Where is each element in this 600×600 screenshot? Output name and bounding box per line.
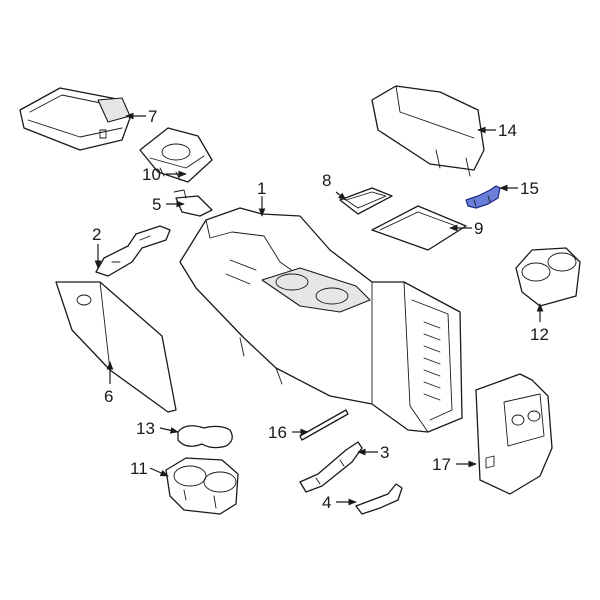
callout-13: 13 — [136, 419, 155, 438]
part-11-front-cup-holder[interactable] — [165, 457, 239, 515]
part-4-mount-bracket[interactable] — [355, 483, 403, 515]
part-15-hinge-bracket[interactable] — [465, 185, 501, 209]
part-10-shifter-bezel[interactable] — [139, 127, 213, 183]
part-8-mat[interactable] — [339, 187, 393, 215]
callout-12: 12 — [530, 325, 549, 344]
callout-17: 17 — [432, 455, 451, 474]
part-5-bracket[interactable] — [173, 189, 213, 217]
callout-14: 14 — [498, 121, 517, 140]
callout-11: 11 — [130, 459, 148, 478]
part-13-cup-insert[interactable] — [177, 425, 233, 449]
part-16-rod[interactable] — [299, 409, 349, 441]
part-7-storage-tray[interactable] — [19, 87, 131, 151]
callout-8: 8 — [322, 171, 331, 190]
callout-7: 7 — [148, 107, 157, 126]
callout-9: 9 — [474, 219, 483, 238]
callout-5: 5 — [152, 195, 161, 214]
part-17-rear-panel[interactable] — [475, 373, 553, 495]
callout-16: 16 — [268, 423, 287, 442]
part-2-side-bracket[interactable] — [95, 225, 171, 277]
callout-10: 10 — [142, 165, 161, 184]
callout-3: 3 — [380, 443, 389, 462]
callout-1: 1 — [257, 179, 266, 198]
callout-4: 4 — [322, 493, 331, 512]
part-9-liner[interactable] — [371, 205, 467, 251]
leader-line-13 — [159, 427, 179, 434]
part-3-mount-bracket[interactable] — [299, 441, 363, 493]
leader-line-8 — [335, 191, 347, 201]
part-14-armrest[interactable] — [371, 85, 485, 177]
callout-2: 2 — [92, 225, 101, 244]
callout-15: 15 — [520, 179, 539, 198]
part-12-rear-cup-holder[interactable] — [515, 247, 581, 307]
callout-6: 6 — [104, 387, 113, 406]
part-6-side-panel[interactable] — [55, 281, 177, 413]
leader-line-11 — [149, 467, 169, 477]
part-1-center-console[interactable] — [179, 207, 463, 433]
